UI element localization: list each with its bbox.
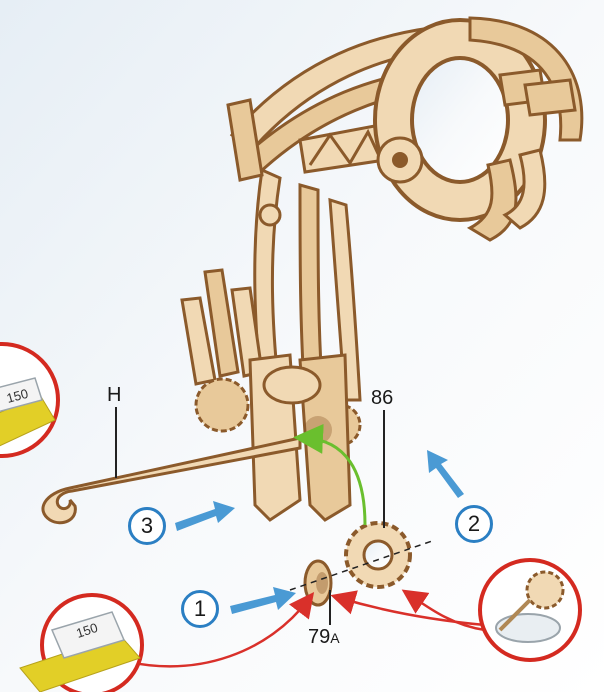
label-part-79-suffix: A: [330, 630, 339, 646]
label-part-86: 86: [371, 387, 393, 410]
spacer-79a: [305, 561, 331, 605]
label-part-79-number: 79: [308, 626, 330, 648]
label-part-79a: 79A: [308, 626, 340, 649]
wax-callout: [480, 560, 580, 660]
wax-dish: [496, 614, 560, 642]
label-part-h: H: [107, 384, 121, 407]
step-3-badge: 3: [128, 507, 166, 545]
gear-86: [346, 523, 410, 587]
step-1-badge: 1: [181, 590, 219, 628]
wax-gear-icon: [527, 572, 563, 608]
step-2-badge: 2: [455, 505, 493, 543]
